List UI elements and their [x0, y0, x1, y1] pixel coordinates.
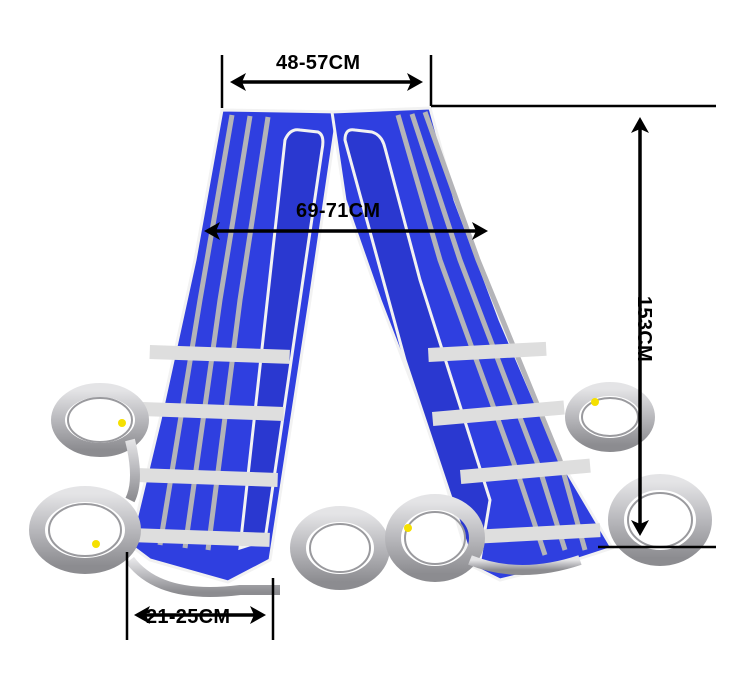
right-wrap-straps — [428, 341, 601, 544]
hose-coil — [290, 506, 390, 590]
hose-coils — [29, 382, 712, 597]
waist-width-label: 48-57CM — [276, 52, 361, 74]
right-leg-wrap — [330, 106, 615, 582]
thigh-width-label: 69-71CM — [296, 200, 381, 222]
hose-coil — [29, 486, 141, 574]
left-leg-wrap — [128, 108, 342, 584]
left-wrap-straps — [129, 345, 290, 547]
ankle-width-label: 21-25CM — [146, 606, 231, 628]
dimension-lines — [125, 55, 716, 640]
hose-coil — [565, 382, 655, 452]
length-label: 153CM — [633, 296, 655, 362]
hose-coil — [51, 383, 149, 457]
hose-coil — [385, 494, 485, 582]
